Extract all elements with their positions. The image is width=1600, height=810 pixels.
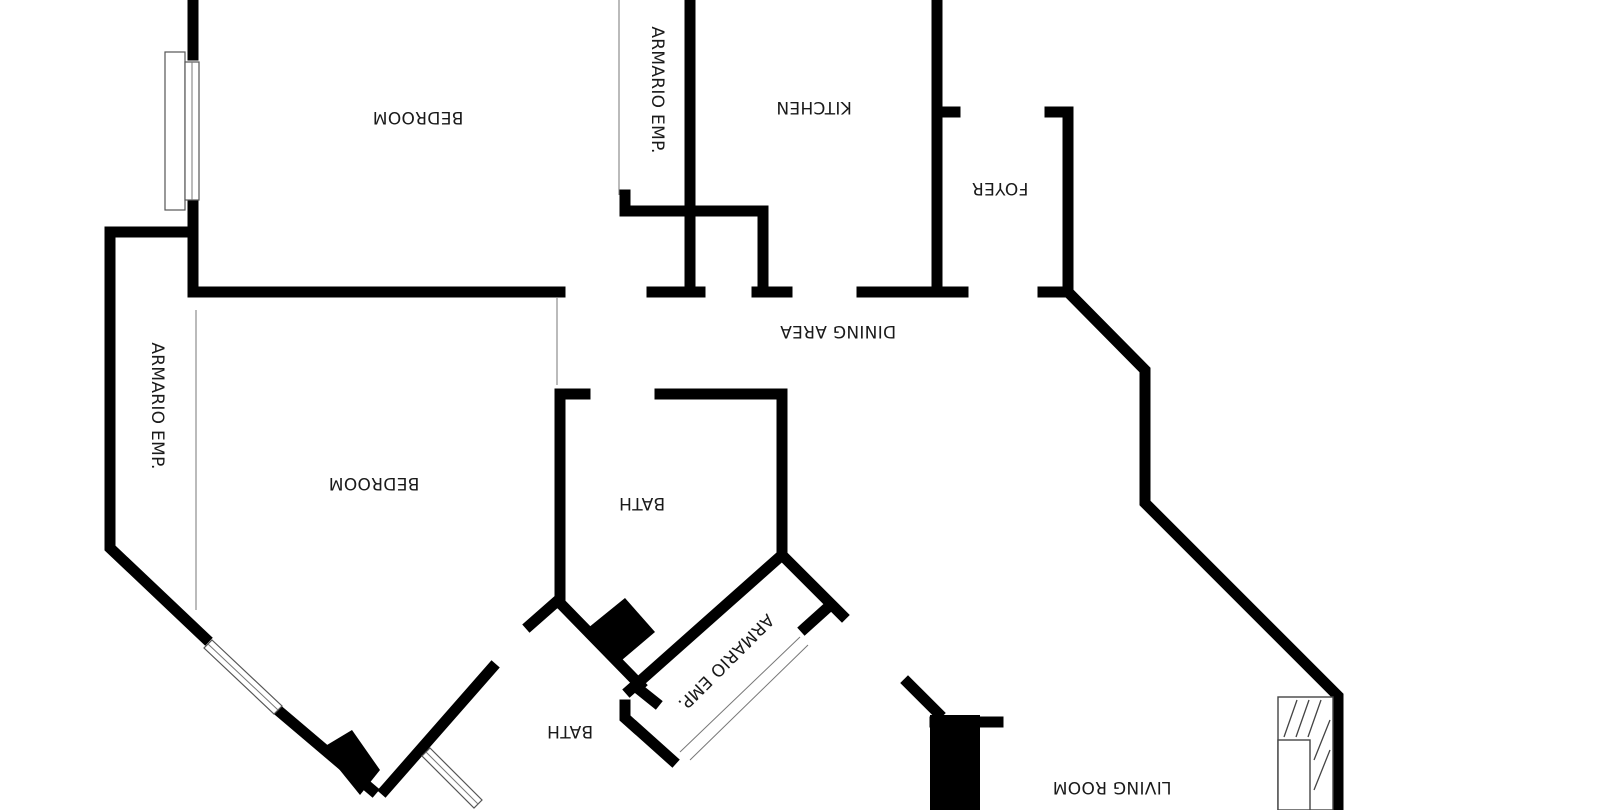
windows xyxy=(164,51,809,809)
window-bedroom-mid xyxy=(203,639,283,715)
label-bedroom-mid: BEDROOM xyxy=(329,473,420,493)
label-closet-top: ARMARIO EMP. xyxy=(647,26,667,153)
wall-closet-diag-inner xyxy=(619,699,680,768)
window-closet-diag xyxy=(679,636,809,761)
window-bedroom-top xyxy=(164,51,200,211)
wall-foyer-north-b xyxy=(1044,106,1074,298)
column-bedroom-mid xyxy=(322,730,380,795)
partitions xyxy=(195,0,620,610)
window-bath-lower xyxy=(421,747,483,809)
label-bath-upper: BATH xyxy=(619,493,665,513)
fireplace xyxy=(1277,696,1334,810)
wall-closet-diag-end xyxy=(632,682,663,710)
wall-bath-upper-diag xyxy=(552,595,648,693)
label-kitchen: KITCHEN xyxy=(776,97,852,117)
fixtures xyxy=(322,598,980,810)
label-closet-diag: ARMARIO EMP. xyxy=(673,609,777,713)
label-bath-lower: BATH xyxy=(547,721,593,741)
label-closet-left: ARMARIO EMP. xyxy=(147,342,167,469)
walls xyxy=(104,0,1344,810)
label-foyer: FOYER xyxy=(972,178,1029,198)
wall-armario-left-outer xyxy=(104,199,213,646)
label-dining: DINING AREA xyxy=(780,321,896,341)
wall-bedroom-mid-se xyxy=(377,660,500,798)
label-living: LIVING ROOM xyxy=(1053,777,1172,797)
wall-living-west xyxy=(900,675,946,721)
shaft-bath-upper xyxy=(588,598,655,660)
wall-bath-lower-nw xyxy=(522,595,563,633)
wall-closet-diag-outer xyxy=(622,547,850,698)
wall-closet-diag-stub xyxy=(797,602,833,636)
column-living xyxy=(930,715,980,810)
wall-east-exterior xyxy=(1060,284,1344,810)
label-bedroom-top: BEDROOM xyxy=(373,107,464,127)
labels: BEDROOM ARMARIO EMP. KITCHEN FOYER DININ… xyxy=(147,26,1171,797)
wall-bath-upper-north-b xyxy=(654,388,788,561)
